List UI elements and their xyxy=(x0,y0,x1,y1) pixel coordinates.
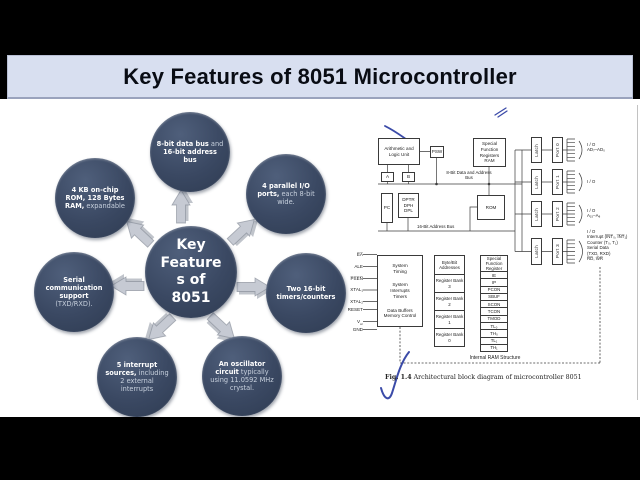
pin-xtal2: XTAL₂ xyxy=(350,298,363,304)
pin-reset: RESET xyxy=(347,306,363,312)
block-diagram-lines xyxy=(363,105,638,400)
box-port-0: Port 0 xyxy=(552,137,563,163)
pin-gnd: GND xyxy=(352,326,363,332)
bubble-text: 4 KB on-chip ROM, 128 Bytes RAM, expanda… xyxy=(65,185,125,211)
box-latch-3: Latch xyxy=(531,238,542,265)
sfr-row: IE xyxy=(480,272,508,280)
label-port1-io: I / O xyxy=(587,179,596,184)
box-port-2: Port 2 xyxy=(552,201,563,227)
box-port-3: Port 3 xyxy=(552,238,563,265)
bubble-data-address-bus: 8-bit data bus and 16-bit address bus xyxy=(150,112,230,192)
bubble-text: 8-bit data bus and 16-bit address bus xyxy=(156,139,224,165)
pin-psen: P̅S̅E̅N̅ xyxy=(350,275,363,281)
pen-checkmark xyxy=(380,351,410,400)
label-16bit-bus: 16-Bit Address Bus xyxy=(417,224,455,229)
box-dptr: DPTR DPH DPL xyxy=(398,193,419,218)
box-pc: PC xyxy=(381,193,393,223)
pin-ea: E̅A̅ xyxy=(356,251,363,257)
bubble-text: Two 16-bit timers/counters xyxy=(276,284,336,301)
label-8bit-bus: 8-Bit Data and Address Bus xyxy=(446,170,492,181)
figure-caption: Fig. 1.4 Architectural block diagram of … xyxy=(385,374,582,381)
bubble-timers: Two 16-bit timers/counters xyxy=(266,253,346,333)
sfr-row: IP xyxy=(480,279,508,287)
sfr-column: Special Function Register IE IP PCON SBU… xyxy=(480,255,508,353)
sfr-row: TCON xyxy=(480,308,508,316)
page-title: Key Features of 8051 Microcontroller xyxy=(123,63,517,89)
arrow-left-icon xyxy=(108,273,145,296)
box-psw: PSW xyxy=(430,146,444,158)
box-latch-1: Latch xyxy=(531,169,542,195)
pen-scribble xyxy=(494,107,508,118)
sfr-row: SBUF xyxy=(480,293,508,302)
sfr-row: TH₀ xyxy=(480,330,508,338)
box-reg-b: B xyxy=(402,172,415,182)
bubble-text: 4 parallel I/O ports, each 8-bit wide. xyxy=(257,181,315,207)
cell-bank2: Register Bank 2 xyxy=(434,293,465,311)
bubble-io-ports: 4 parallel I/O ports, each 8-bit wide. xyxy=(246,154,326,234)
box-latch-2: Latch xyxy=(531,201,542,227)
bubble-text: 5 interrupt sources, including 2 externa… xyxy=(105,360,169,394)
box-port-1: Port 1 xyxy=(552,169,563,195)
sfr-row: PCON xyxy=(480,286,508,294)
cell-bank1: Register Bank 1 xyxy=(434,311,465,329)
sfr-row: SCON xyxy=(480,301,508,309)
pin-ale: ALE xyxy=(354,263,363,269)
box-latch-0: Latch xyxy=(531,137,542,163)
pin-vcc: Vcc xyxy=(356,318,363,326)
bubble-text: Serial communication support (TXD/RXD). xyxy=(45,275,103,309)
bubble-oscillator: An oscillator circuit typically using 11… xyxy=(202,336,282,416)
sfr-row: TL₁ xyxy=(480,337,508,345)
label-internal-ram: Internal RAM Structure xyxy=(469,355,521,361)
box-reg-a: A xyxy=(381,172,394,182)
sfr-row: TH₁ xyxy=(480,344,508,353)
label-port3-io: I / O Interrupt (I̅N̅T̅₀, I̅N̅T̅₁) Count… xyxy=(587,229,628,262)
bubble-text: An oscillator circuit typically using 11… xyxy=(210,359,274,393)
bubble-serial: Serial communication support (TXD/RXD). xyxy=(34,252,114,332)
title-banner: Key Features of 8051 Microcontroller xyxy=(7,55,633,99)
pin-xtal1: XTAL₁ xyxy=(350,287,363,292)
box-rom: ROM xyxy=(477,195,505,220)
bubble-rom-ram: 4 KB on-chip ROM, 128 Bytes RAM, expanda… xyxy=(55,158,135,238)
box-system: System Timing System Interrupts Timers D… xyxy=(377,255,423,327)
center-label: Key Features of 8051 xyxy=(160,237,222,306)
bubble-center: Key Features of 8051 xyxy=(145,226,237,318)
register-bank-column: Byte/Bit Addresses Register Bank 3 Regis… xyxy=(434,255,465,347)
sfr-header: Special Function Register xyxy=(480,255,508,272)
box-sfr-ram: Special Function Registers RAM xyxy=(473,138,506,167)
cell-bank3: Register Bank 3 xyxy=(434,275,465,293)
block-diagram: Arithmetic and Logic Unit PSW Special Fu… xyxy=(345,105,640,405)
cell-bank0: Register Bank 0 xyxy=(434,329,465,347)
bubble-interrupts: 5 interrupt sources, including 2 externa… xyxy=(97,337,177,417)
sfr-row: TMOD xyxy=(480,315,508,324)
box-alu: Arithmetic and Logic Unit xyxy=(378,138,420,165)
sfr-row: TL₀ xyxy=(480,323,508,331)
arrow-up-icon xyxy=(171,187,194,224)
slide-content: 8-bit data bus and 16-bit address bus 4 … xyxy=(0,99,640,417)
cell-bytebit: Byte/Bit Addresses xyxy=(434,255,465,275)
